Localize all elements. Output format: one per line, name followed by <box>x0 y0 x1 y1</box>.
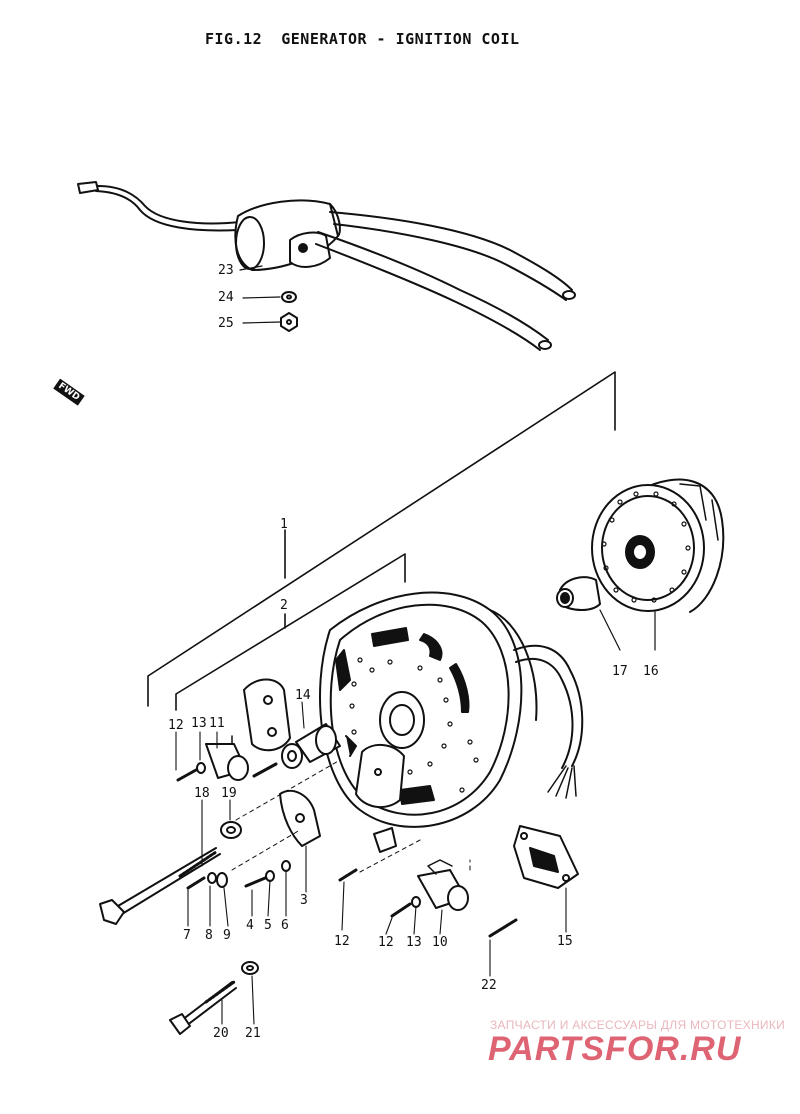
callout-2: 2 <box>280 598 288 613</box>
callout-23: 23 <box>218 263 234 278</box>
callout-25: 25 <box>218 316 234 331</box>
callout-18: 18 <box>194 786 210 801</box>
callout-21: 21 <box>245 1026 261 1041</box>
watermark-logo: PARTSFOR.RU <box>488 1030 742 1068</box>
callout-5: 5 <box>264 918 272 933</box>
callout-24: 24 <box>218 290 234 305</box>
callout-22: 22 <box>481 978 497 993</box>
rotor <box>556 478 725 651</box>
callout-10: 10 <box>432 935 448 950</box>
callout-19: 19 <box>221 786 237 801</box>
callout-17: 17 <box>612 664 628 679</box>
callout-3: 3 <box>300 893 308 908</box>
callout-13-right: 13 <box>406 935 422 950</box>
contact-breaker-parts <box>99 678 579 1035</box>
callout-1: 1 <box>280 517 288 532</box>
assembly-brackets <box>147 371 616 711</box>
callout-8: 8 <box>205 928 213 943</box>
ignition-coil <box>77 181 576 351</box>
callout-16: 16 <box>643 664 659 679</box>
callout-12-left: 12 <box>168 718 184 733</box>
callout-14: 14 <box>295 688 311 703</box>
callout-11: 11 <box>209 716 225 731</box>
callout-12-right: 12 <box>378 935 394 950</box>
callout-4: 4 <box>246 918 254 933</box>
callout-9: 9 <box>223 928 231 943</box>
callout-15: 15 <box>557 934 573 949</box>
figure-title: FIG.12 GENERATOR - IGNITION COIL <box>205 30 520 48</box>
callout-12-middle: 12 <box>334 934 350 949</box>
callout-7: 7 <box>183 928 191 943</box>
callout-13-left: 13 <box>191 716 207 731</box>
callout-6: 6 <box>281 918 289 933</box>
callout-20: 20 <box>213 1026 229 1041</box>
watermark-tagline: ЗАПЧАСТИ И АКСЕССУАРЫ ДЛЯ МОТОТЕХНИКИ <box>490 1018 786 1032</box>
